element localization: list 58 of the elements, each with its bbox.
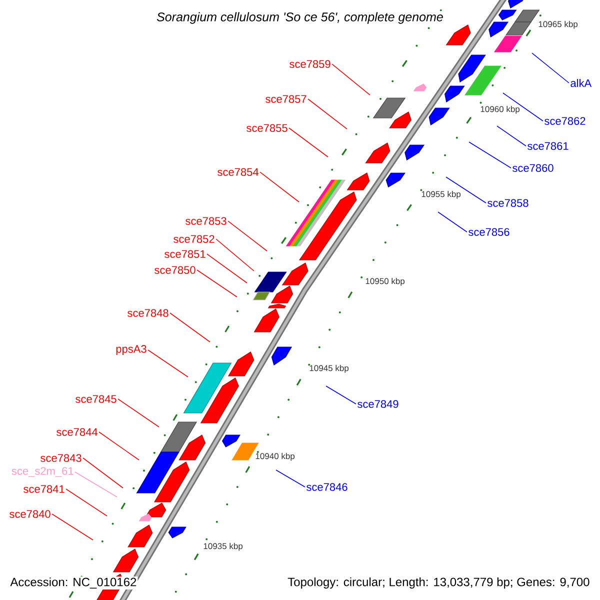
leader-line xyxy=(332,64,370,96)
leader-line xyxy=(98,432,140,460)
gene-label: sce7862 xyxy=(544,117,586,125)
leader-line xyxy=(148,350,188,378)
leader-line xyxy=(438,212,468,232)
leader-line xyxy=(496,126,526,146)
gene-label: ppsA3 xyxy=(116,345,146,355)
gene-label: sce7849 xyxy=(358,400,398,408)
gene-label: sce7856 xyxy=(468,228,510,236)
gene-label: sce7844 xyxy=(56,428,98,436)
leader-line xyxy=(74,472,118,498)
gene-label: sce7861 xyxy=(528,142,568,150)
gene-label: sce7843 xyxy=(40,454,82,462)
leader-line xyxy=(82,458,124,488)
leader-line xyxy=(326,386,356,404)
leader-line xyxy=(288,128,328,158)
gene-label: sce7850 xyxy=(154,266,196,274)
leader-line xyxy=(66,488,108,516)
leader-line xyxy=(532,52,570,84)
tick-label: 10955 kbp xyxy=(422,190,461,199)
leader-line xyxy=(118,398,160,428)
gene-label: sce7857 xyxy=(266,95,306,103)
leader-line xyxy=(260,172,300,202)
leader-line xyxy=(502,92,544,122)
leader-line xyxy=(196,270,238,298)
tick-label: 10950 kbp xyxy=(366,278,405,286)
leader-line xyxy=(170,312,210,342)
leader-line xyxy=(52,514,94,540)
leader-line xyxy=(206,254,248,284)
gene-label: sce7858 xyxy=(488,199,528,207)
gene-label: sce7846 xyxy=(306,483,348,491)
gene-label: sce7845 xyxy=(76,395,116,403)
tick-label: 10940 kbp xyxy=(256,452,295,461)
tick-label: 10945 kbp xyxy=(310,364,349,373)
tick-label: 10935 kbp xyxy=(204,542,243,551)
leader-line xyxy=(216,238,254,272)
gene-label: sce7853 xyxy=(186,217,226,225)
gene-label: sce7854 xyxy=(218,168,258,176)
gene-label: sce7852 xyxy=(174,235,214,243)
leader-line xyxy=(276,470,306,488)
tick-label: 10965 kbp xyxy=(538,20,578,29)
leader-line xyxy=(228,220,268,252)
leader-line xyxy=(468,142,512,168)
gene-label: sce_s2m_61 xyxy=(12,467,74,477)
tick-label: 10960 kbp xyxy=(480,106,520,114)
gene-label: sce7860 xyxy=(512,164,554,172)
accession-text: Accession: NC_010162 xyxy=(9,576,138,590)
title: Sorangium cellulosum 'So ce 56', complete genome xyxy=(156,11,444,25)
genome-stats-text: Topology: circular; Length: 13,033,779 bp; Genes: 9,700 xyxy=(288,577,590,589)
leader-line xyxy=(308,98,348,130)
gene-label: sce7851 xyxy=(164,250,206,258)
gene-label: sce7859 xyxy=(290,60,330,68)
gene-label: sce7841 xyxy=(24,485,64,493)
gene-label: sce7840 xyxy=(10,510,50,518)
gene-label: sce7848 xyxy=(128,309,168,317)
gene-label: alkA xyxy=(570,78,592,88)
gene-label: sce7855 xyxy=(246,124,288,132)
leader-line xyxy=(446,176,486,204)
